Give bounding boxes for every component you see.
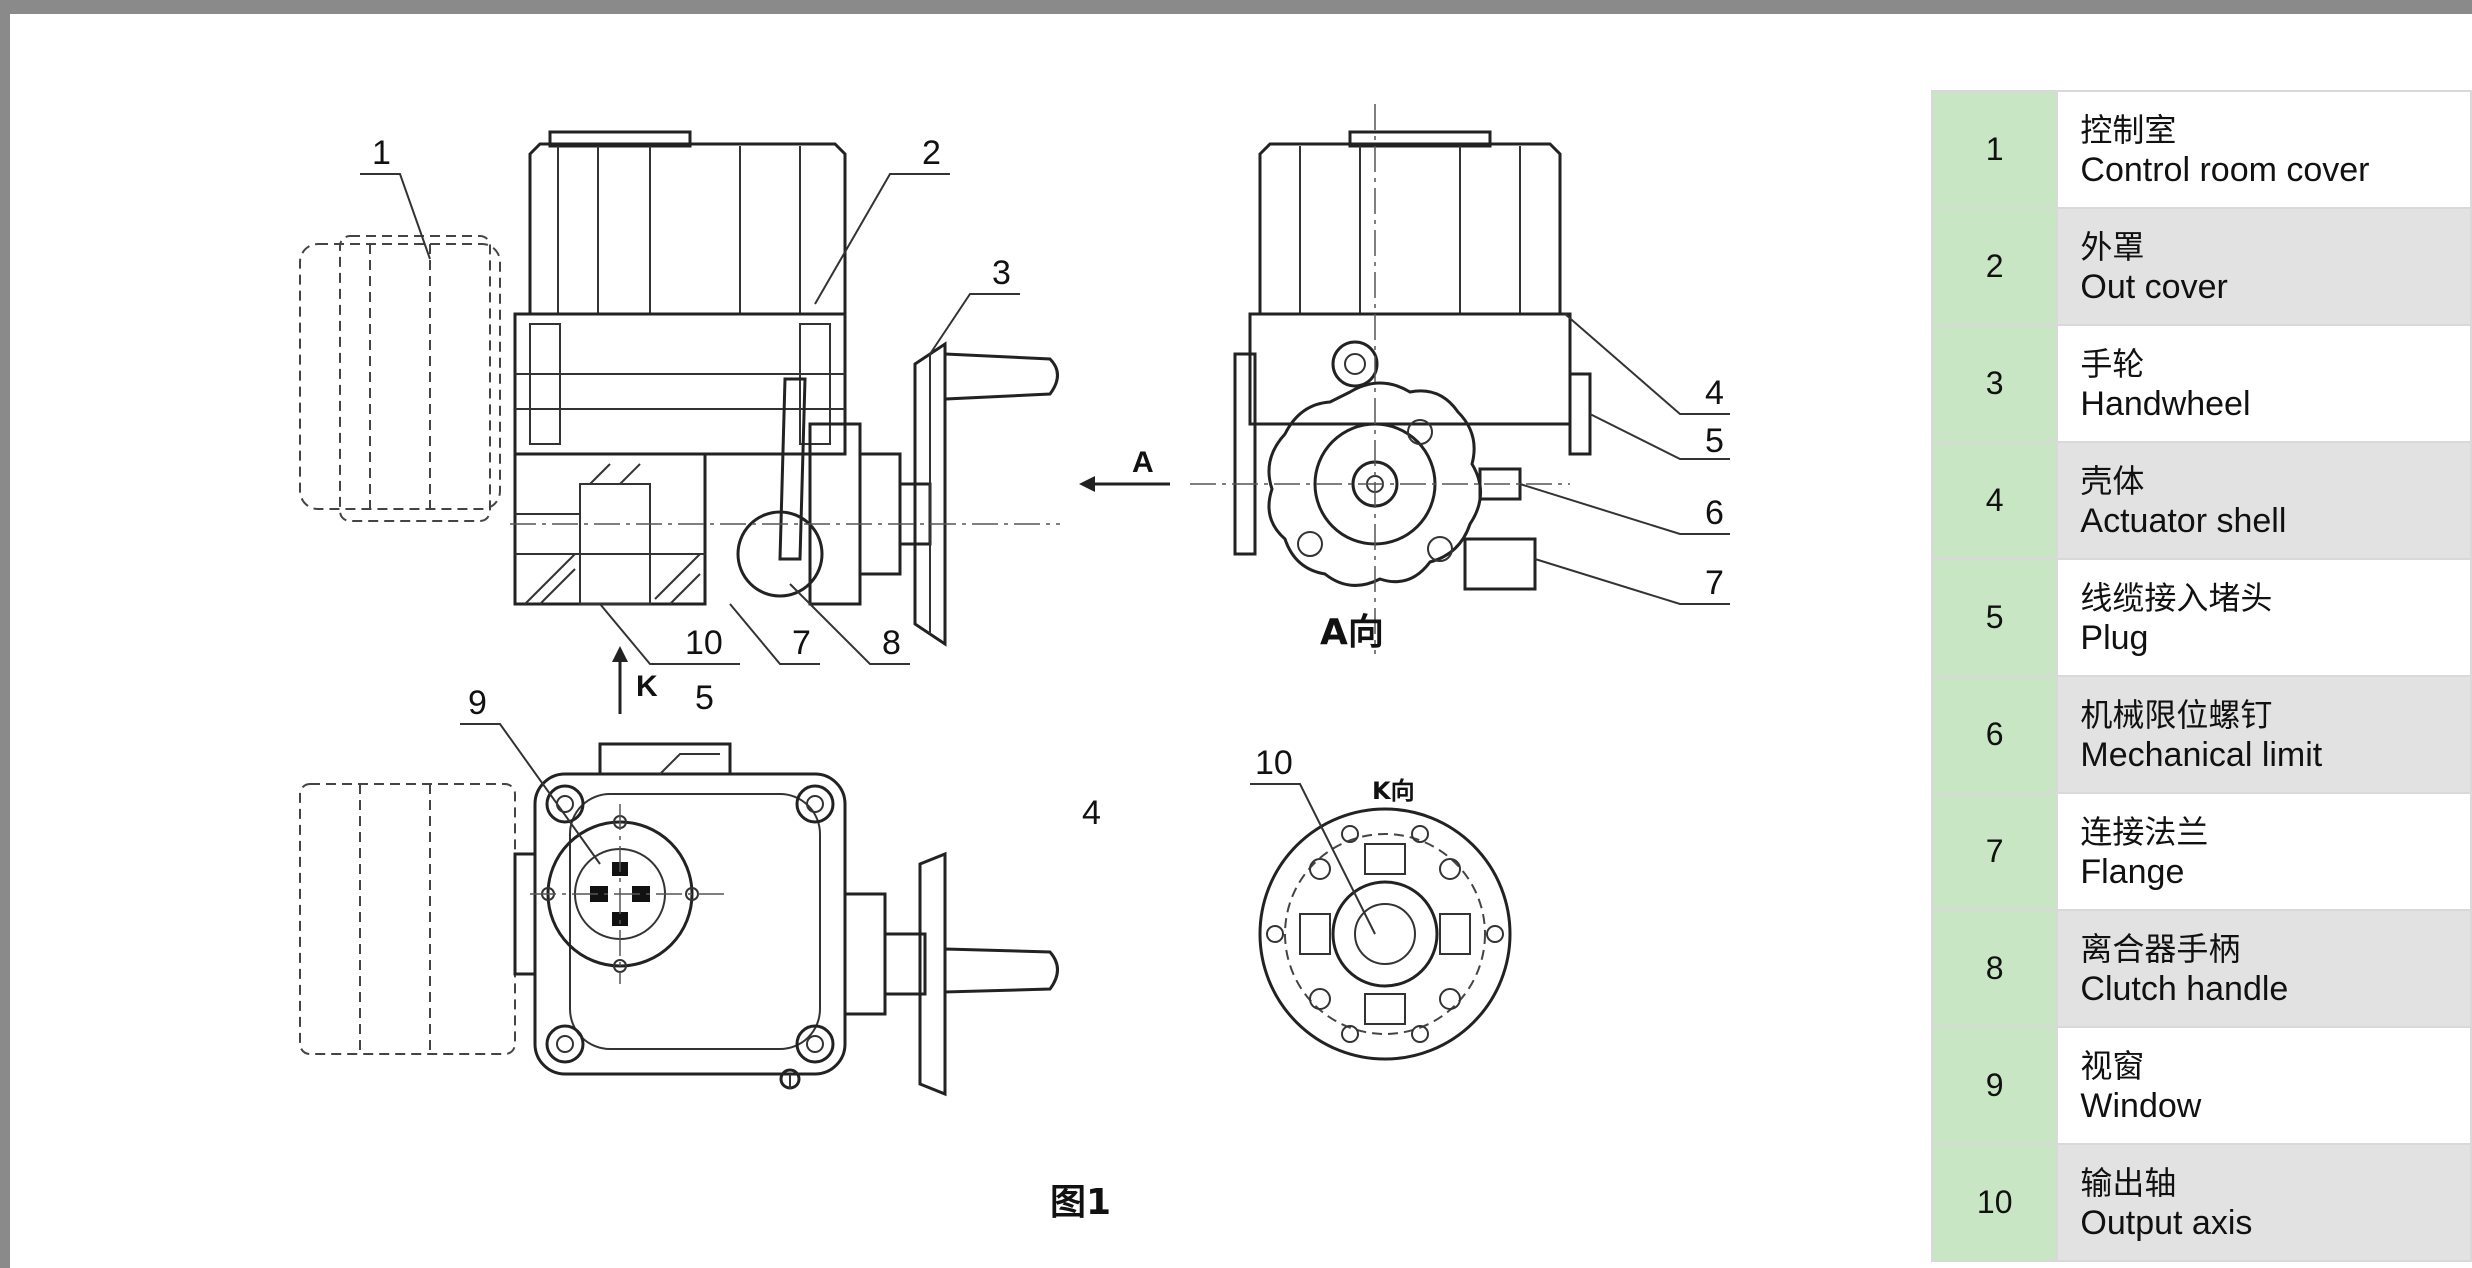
legend-name-cn: 外罩 (2080, 227, 2145, 266)
legend-number: 9 (1930, 1026, 2059, 1145)
legend-name-cn: 离合器手柄 (2080, 929, 2241, 968)
a-arrow-label: A (1132, 446, 1154, 479)
legend-number: 3 (1930, 324, 2059, 443)
callout-10-front: 10 (685, 624, 723, 662)
actuator-shell-top (533, 772, 847, 1076)
top-cover-outline (528, 142, 847, 316)
handwheel-grip (943, 352, 1059, 401)
control-room-ghost (299, 243, 501, 510)
legend-number: 8 (1930, 909, 2059, 1028)
callout-7-side: 7 (1705, 564, 1724, 602)
legend-name-cn: 控制室 (2080, 110, 2177, 149)
figure-caption: 图1 (1050, 1182, 1111, 1223)
flange-outline (1258, 807, 1512, 1061)
legend-name-cn: 连接法兰 (2080, 812, 2209, 851)
legend-number: 10 (1930, 1143, 2059, 1262)
legend-number: 5 (1930, 558, 2059, 677)
callout-2: 2 (922, 134, 941, 172)
legend-number: 7 (1930, 792, 2059, 911)
technical-drawing: 1 2 3 10 7 8 K A (299, 104, 1730, 1223)
legend-name-en: Flange (2080, 852, 2185, 891)
front-view: 1 2 3 10 7 8 K (299, 130, 1060, 714)
callout-4-top: 4 (1082, 794, 1101, 832)
callout-8: 8 (882, 624, 901, 662)
legend-number: 6 (1930, 675, 2059, 794)
legend-name-en: Output axis (2080, 1203, 2253, 1242)
handwheel-face (1267, 381, 1482, 587)
callout-5-side: 5 (1705, 422, 1724, 460)
legend-name-en: Plug (2080, 618, 2149, 657)
legend-name-cn: 输出轴 (2080, 1163, 2177, 1202)
top-view: 9 5 4 (299, 679, 1101, 1097)
legend-name-cn: 视窗 (2080, 1046, 2145, 1085)
legend-name-en: Handwheel (2080, 384, 2251, 423)
callout-7-front: 7 (792, 624, 811, 662)
k-view: 10 K向 (1250, 744, 1512, 1061)
legend-name-cn: 手轮 (2080, 344, 2145, 383)
legend-name-en: Control room cover (2080, 150, 2370, 189)
k-arrow-label: K (636, 670, 658, 703)
legend-name-en: Out cover (2080, 267, 2228, 306)
callout-3: 3 (992, 254, 1011, 292)
legend-name-en: Actuator shell (2080, 501, 2287, 540)
legend-name-cn: 线缆接入堵头 (2080, 578, 2273, 617)
view-a-label: A向 (1320, 612, 1384, 653)
side-view: 4 5 6 7 A向 (1190, 104, 1730, 654)
legend-number: 1 (1930, 90, 2059, 209)
actuator-body (513, 312, 847, 456)
callout-10-k: 10 (1255, 744, 1293, 782)
callout-5-top: 5 (695, 679, 714, 717)
legend-number: 2 (1930, 207, 2059, 326)
legend-name-cn: 机械限位螺钉 (2080, 695, 2273, 734)
drawing-sheet: 1 2 3 10 7 8 K A (10, 14, 2472, 1268)
callout-6: 6 (1705, 494, 1724, 532)
callout-1: 1 (372, 134, 391, 172)
callout-9: 9 (468, 684, 487, 722)
callout-4: 4 (1705, 374, 1724, 412)
a-view-arrow: A (1079, 446, 1170, 492)
handwheel-side (913, 341, 947, 647)
legend-name-en: Mechanical limit (2080, 735, 2323, 774)
legend-name-cn: 壳体 (2080, 461, 2145, 500)
legend-name-en: Clutch handle (2080, 969, 2289, 1008)
view-k-label: K向 (1372, 777, 1415, 805)
legend-name-en: Window (2080, 1086, 2202, 1125)
legend-number: 4 (1930, 441, 2059, 560)
clutch-handle-lever (778, 377, 807, 561)
flange-section (513, 452, 707, 606)
